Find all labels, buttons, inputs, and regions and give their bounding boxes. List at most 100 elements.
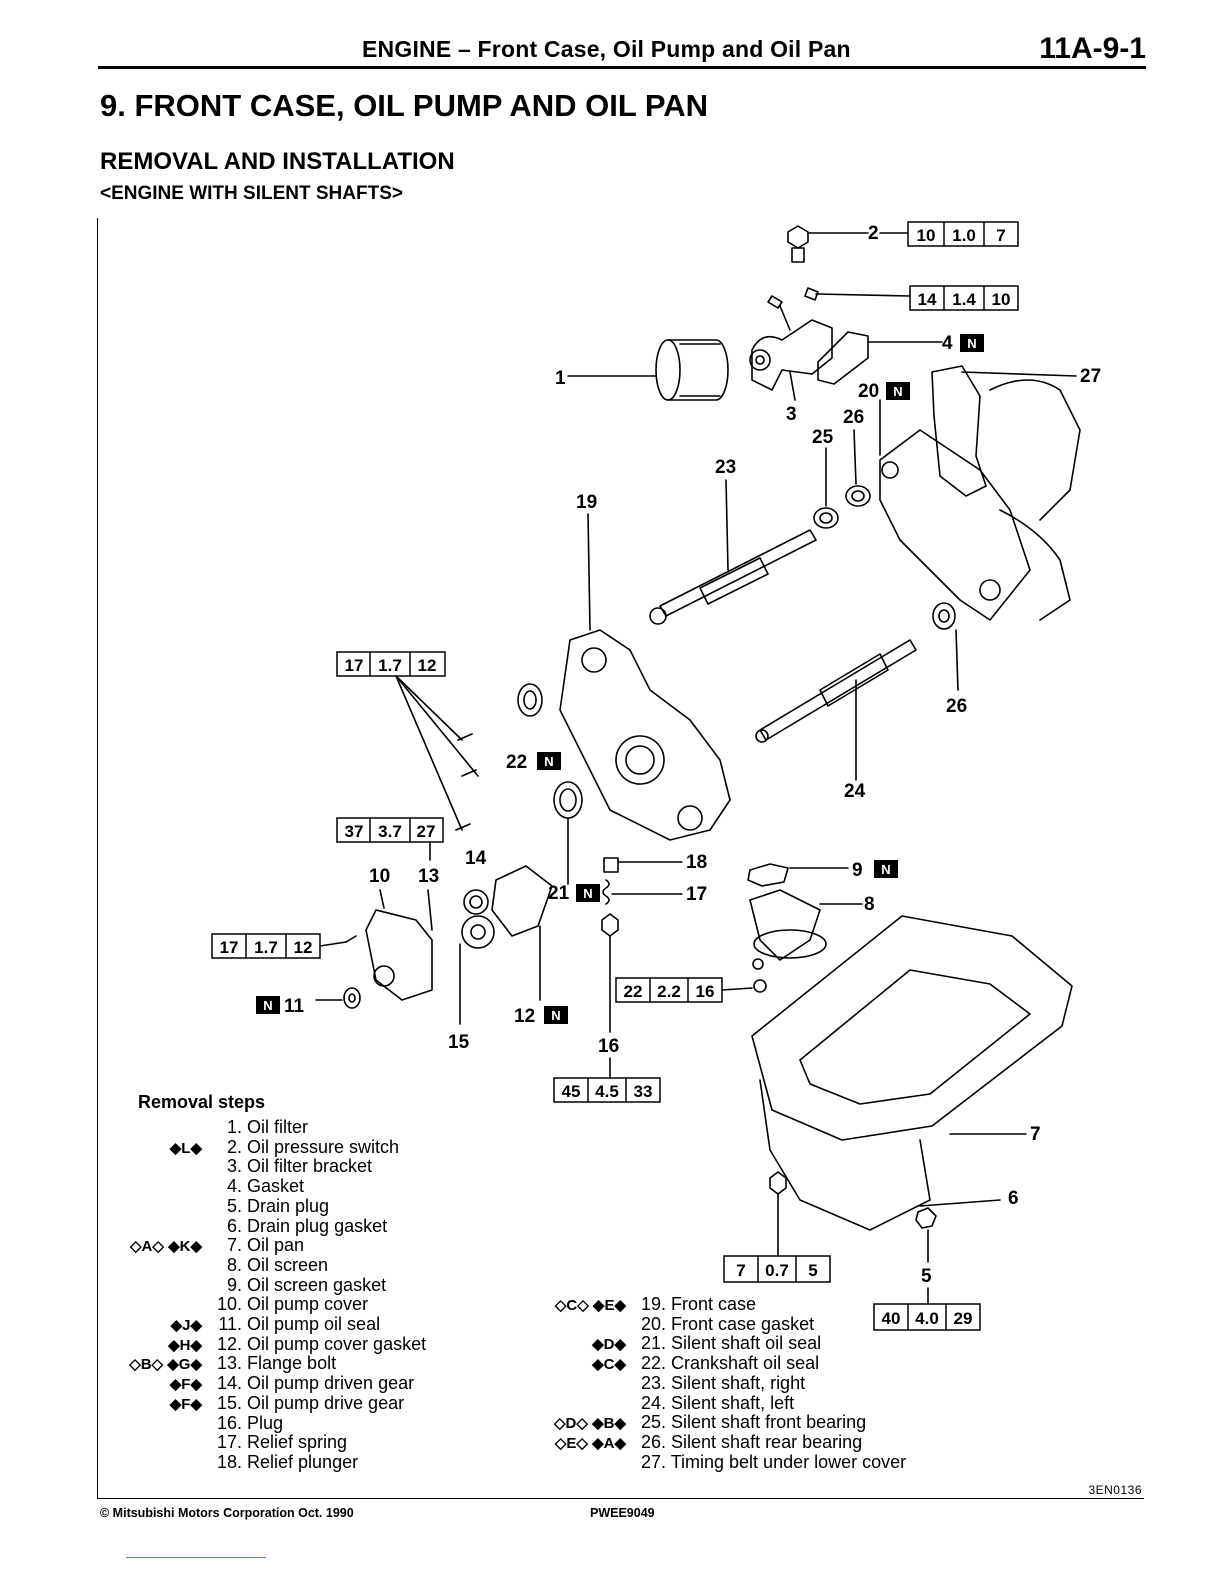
torque-ftlbs: 10 xyxy=(992,290,1011,309)
removal-step-item: ◇C◇ ◆E◆19. Front case xyxy=(555,1294,756,1315)
engine-variant-label: <ENGINE WITH SILENT SHAFTS> xyxy=(100,183,403,204)
step-label: Flange bolt xyxy=(247,1353,337,1374)
removal-step-item: 23. Silent shaft, right xyxy=(632,1372,806,1394)
torque-spec-box: 10 1.0 7 xyxy=(907,221,1019,247)
removal-step-item: ◇B◇ ◆G◆13. Flange bolt xyxy=(129,1353,337,1374)
step-label: Crankshaft oil seal xyxy=(671,1353,820,1374)
step-number: 23. xyxy=(640,1372,666,1393)
procedure-mark: ◇B◇ ◆G◆ xyxy=(129,1356,202,1374)
svg-text:N: N xyxy=(551,1008,560,1023)
n-mark-icon: N xyxy=(537,752,561,770)
oil-pump-gears-part xyxy=(427,889,495,1025)
callout-23: 23 xyxy=(715,457,736,478)
callout-21: 21 xyxy=(548,883,570,904)
section-title: 9. FRONT CASE, OIL PUMP AND OIL PAN xyxy=(100,88,709,123)
step-label: Oil pump driven gear xyxy=(247,1373,415,1394)
drain-plug-part xyxy=(915,1207,937,1305)
silent-shaft-right-part xyxy=(649,479,817,625)
torque-spec-box: 37 3.7 27 xyxy=(336,817,444,843)
callout-26b: 26 xyxy=(946,696,967,717)
step-number: 25. xyxy=(640,1412,666,1433)
removal-step-item: ◆F◆14. Oil pump driven gear xyxy=(170,1373,415,1394)
torque-spec-box: 45 4.5 33 xyxy=(553,1077,661,1103)
callout-1: 1 xyxy=(555,368,566,389)
step-label: Gasket xyxy=(247,1176,305,1197)
svg-text:N: N xyxy=(893,384,902,399)
torque-ftlbs: 33 xyxy=(634,1082,653,1101)
step-number: 21. xyxy=(640,1333,666,1354)
callout-25: 25 xyxy=(812,427,834,448)
front-case-bolts xyxy=(395,675,479,861)
torque-kgm: 1.7 xyxy=(254,938,278,957)
removal-step-item: 20. Front case gasket xyxy=(632,1314,814,1335)
removal-step-item: 4. Gasket xyxy=(208,1176,305,1197)
torque-nm: 17 xyxy=(220,938,239,957)
step-number: 19. xyxy=(640,1294,666,1314)
torque-ftlbs: 5 xyxy=(808,1261,817,1280)
oil-pump-cover-part xyxy=(319,889,433,1001)
oil-filter-bracket-part xyxy=(749,319,833,401)
callout-17: 17 xyxy=(686,884,707,905)
torque-spec-box: 7 0.7 5 xyxy=(723,1255,831,1283)
procedure-mark: ◆D◆ xyxy=(592,1336,626,1354)
step-number: 6. xyxy=(226,1215,242,1236)
callout-16: 16 xyxy=(598,1036,619,1057)
torque-nm: 17 xyxy=(345,656,364,675)
bracket-bolts xyxy=(767,287,911,331)
procedure-mark: ◇D◇ ◆B◆ xyxy=(554,1415,626,1433)
step-number: 10. xyxy=(216,1294,242,1315)
procedure-mark: ◆H◆ xyxy=(168,1336,202,1354)
n-marks: N N N N N N N xyxy=(256,334,984,1024)
removal-step-item: 6. Drain plug gasket xyxy=(208,1215,387,1237)
header-rule xyxy=(98,66,1146,69)
callout-4: 4 xyxy=(942,333,953,354)
step-label: Oil filter xyxy=(247,1117,309,1137)
subtitle: REMOVAL AND INSTALLATION xyxy=(100,148,455,175)
torque-ftlbs: 29 xyxy=(954,1309,973,1328)
step-number: 26. xyxy=(640,1431,666,1452)
torque-kgm: 3.7 xyxy=(378,822,402,841)
step-number: 3. xyxy=(226,1156,242,1177)
torque-nm: 45 xyxy=(562,1082,581,1101)
removal-step-item: 27. Timing belt under lower cover xyxy=(632,1451,907,1473)
step-label: Oil pressure switch xyxy=(247,1136,400,1157)
step-number: 12. xyxy=(216,1333,242,1354)
torque-spec-box: 22 2.2 16 xyxy=(615,977,723,1003)
callout-3: 3 xyxy=(786,404,797,425)
torque-nm: 40 xyxy=(882,1309,901,1328)
torque-kgm: 0.7 xyxy=(765,1261,789,1280)
step-number: 27. xyxy=(640,1451,666,1472)
removal-step-item: ◆C◆22. Crankshaft oil seal xyxy=(592,1353,820,1374)
torque-kgm: 4.5 xyxy=(595,1082,619,1101)
oil-pump-oil-seal-part xyxy=(315,987,361,1009)
step-label: Oil pump cover gasket xyxy=(247,1333,427,1354)
step-number: 24. xyxy=(640,1392,666,1413)
removal-step-item: 8. Oil screen xyxy=(208,1255,328,1276)
removal-step-item: ◆H◆ 12. Oil pump cover gasket xyxy=(168,1333,427,1355)
torque-kgm: 1.0 xyxy=(952,226,976,245)
torque-ftlbs: 12 xyxy=(294,938,313,957)
step-label: Silent shaft, right xyxy=(671,1372,806,1393)
removal-step-item: 18. Relief plunger xyxy=(208,1452,358,1473)
step-label: Oil pump cover xyxy=(247,1294,369,1315)
torque-ftlbs: 27 xyxy=(417,822,436,841)
svg-text:N: N xyxy=(544,754,553,769)
step-number: 11. xyxy=(218,1314,242,1334)
n-mark-icon: N xyxy=(256,996,280,1014)
step-label: Drain plug xyxy=(247,1195,330,1216)
callout-8: 8 xyxy=(864,894,875,915)
removal-step-item: ◆D◆21. Silent shaft oil seal xyxy=(592,1333,821,1354)
front-case-part xyxy=(559,513,731,841)
step-number: 17. xyxy=(216,1432,242,1453)
callout-22: 22 xyxy=(506,752,527,773)
silent-shaft-bearings xyxy=(813,429,959,691)
step-number: 5. xyxy=(226,1195,242,1216)
step-label: Timing belt under lower cover xyxy=(670,1451,907,1472)
removal-step-item: 17. Relief spring xyxy=(208,1432,347,1453)
callout-24: 24 xyxy=(844,781,866,802)
torque-spec-box: 17 1.7 12 xyxy=(336,651,446,677)
oil-pressure-switch-part xyxy=(787,225,869,263)
torque-spec-box: 40 4.0 29 xyxy=(873,1303,981,1331)
step-label: Plug xyxy=(247,1412,284,1433)
step-label: Oil pump oil seal xyxy=(247,1314,381,1334)
